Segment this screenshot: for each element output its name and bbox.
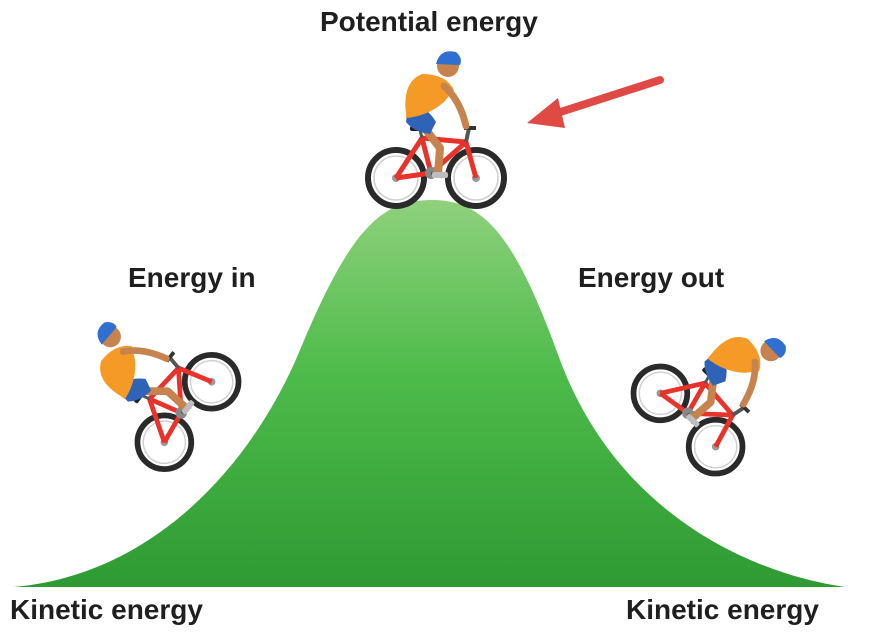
energy-in-label: Energy in <box>128 262 256 293</box>
hill <box>14 200 845 587</box>
cyclist-top <box>368 51 504 206</box>
potential-energy-label: Potential energy <box>320 6 538 37</box>
cyclist-right-descending <box>622 287 819 485</box>
pointer-arrow <box>527 76 664 128</box>
energy-out-label: Energy out <box>578 262 725 293</box>
kinetic-energy-right-label: Kinetic energy <box>626 594 819 625</box>
cyclist-left-climbing <box>52 286 249 480</box>
kinetic-energy-left-label: Kinetic energy <box>10 594 203 625</box>
